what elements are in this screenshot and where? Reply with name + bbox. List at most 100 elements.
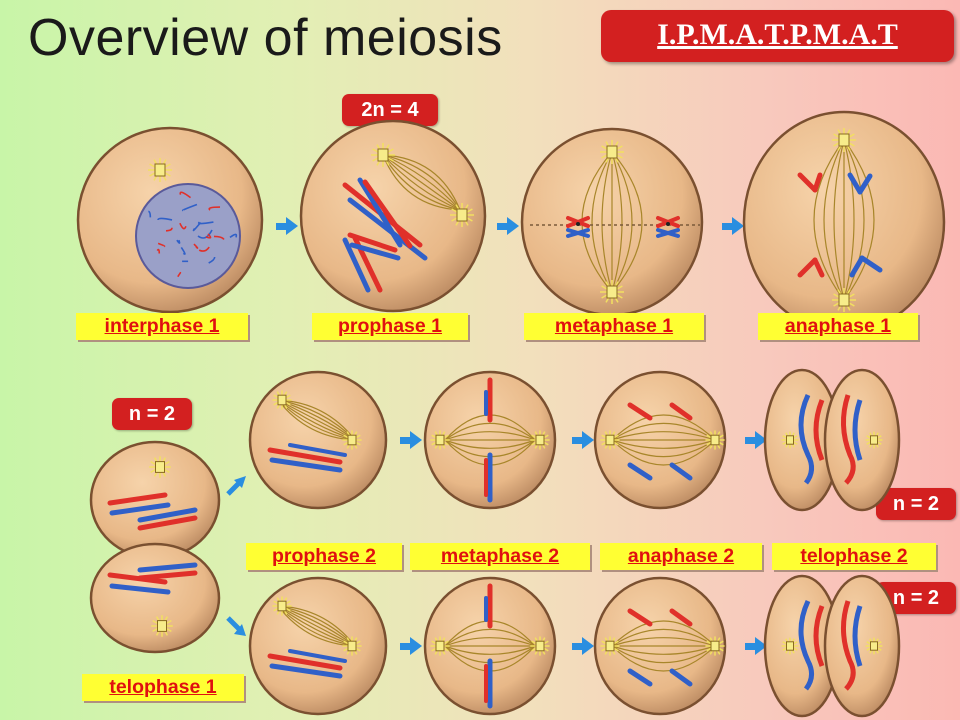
chromatin: [181, 203, 198, 212]
cell-metaphase-2-top: [423, 370, 557, 510]
spindle-fibers: [813, 139, 875, 301]
chromatin: [156, 248, 161, 254]
stage-label-prophase-2: prophase 2: [246, 543, 402, 570]
chromatin: [229, 233, 238, 239]
chromosome-arm: [627, 608, 653, 627]
chromosome-arm: [347, 232, 398, 253]
chromosome-arm: [857, 173, 873, 195]
cell-anaphase-2-bottom: [593, 576, 727, 716]
stage-label-metaphase-2: metaphase 2: [410, 543, 590, 570]
centrosome: [832, 128, 856, 152]
arrow-diagonal-icon: [226, 616, 246, 636]
chromosome-arm: [859, 255, 883, 273]
chromatin: [179, 191, 192, 199]
chromatin: [180, 246, 186, 255]
centrosome: [705, 636, 725, 656]
ploidy-badge-haploid-end-bottom: n = 2: [876, 582, 956, 614]
centrosome: [342, 430, 362, 450]
centrosome: [600, 280, 624, 304]
chromosome-arm: [357, 177, 403, 248]
chromosome-arm: [267, 447, 343, 465]
chromatin: [177, 271, 182, 278]
chromatin: [197, 229, 213, 239]
centrosome: [148, 158, 172, 182]
arrow-right-icon: [722, 217, 744, 235]
arrow-right-icon: [400, 431, 422, 449]
chromosome-arm: [109, 583, 171, 595]
chromatin: [148, 210, 152, 218]
stage-label-telophase-2: telophase 2: [772, 543, 936, 570]
centrosome: [151, 615, 173, 637]
arrow-right-icon: [276, 217, 298, 235]
centrosome: [781, 431, 799, 449]
chromatin: [208, 256, 216, 264]
chromosome-arm: [841, 394, 856, 485]
cell-anaphase-1: [742, 110, 946, 334]
chromosome-arm: [798, 599, 814, 691]
chromatin: [193, 243, 199, 249]
homolog-pair: [656, 216, 680, 238]
spindle-fibers: [444, 414, 536, 466]
arrow-diagonal-icon: [226, 476, 246, 496]
nucleus: [135, 183, 241, 289]
chromosome-arm: [288, 443, 347, 457]
ploidy-badge-haploid-start: n = 2: [112, 398, 192, 430]
chromosome-arm: [656, 228, 680, 238]
chromosome-arm: [847, 172, 863, 195]
centrosome: [272, 390, 292, 410]
chromatin: [213, 235, 225, 240]
cell-prophase-2-top-membrane: [248, 370, 388, 510]
stage-label-telophase-1: telophase 1: [82, 674, 244, 701]
chromosome-arm: [627, 402, 653, 421]
chromosome-arm: [841, 600, 856, 691]
centrosome: [272, 596, 292, 616]
cell-telophase-1-bottom-membrane: [89, 542, 221, 654]
cell-interphase-1: [76, 126, 264, 314]
chromosome-arm: [627, 462, 653, 481]
chromosome-arm: [627, 668, 653, 687]
chromosome-arm: [109, 502, 171, 516]
chromatin: [198, 246, 210, 252]
centromere: [666, 222, 670, 226]
arrow-right-icon: [745, 637, 767, 655]
chromosome-arm: [349, 242, 401, 261]
centrosome: [832, 288, 856, 312]
chromosome-arm: [362, 179, 413, 249]
centrosome: [865, 431, 883, 449]
cell-telophase-2-bottom: [763, 574, 901, 718]
mnemonic-badge: I.P.M.A.T.P.M.A.T: [601, 10, 954, 62]
centrosome: [865, 637, 883, 655]
centrosome: [342, 636, 362, 656]
chromosome-arm: [137, 562, 198, 573]
centrosome: [600, 636, 620, 656]
spindle-fibers: [611, 620, 716, 672]
chromatin: [205, 233, 212, 239]
stage-label-interphase-1: interphase 1: [76, 313, 248, 340]
centrosome: [705, 430, 725, 450]
daughter-cell: [823, 368, 901, 512]
page-title: Overview of meiosis: [28, 9, 503, 67]
chromatin: [192, 221, 202, 232]
arrow-right-icon: [572, 431, 594, 449]
chromatin: [165, 227, 173, 232]
centrosome: [430, 636, 450, 656]
chromosome-arm: [107, 492, 168, 506]
chromosome-arm: [797, 257, 818, 278]
cell-telophase-1-top: [89, 440, 221, 560]
chromosome-arm: [812, 257, 825, 278]
centrosome: [781, 637, 799, 655]
cell-metaphase-2-bottom: [423, 576, 557, 716]
chromosome-arm: [813, 399, 825, 461]
chromosome-arm: [137, 570, 198, 581]
stage-label-prophase-1: prophase 1: [312, 313, 468, 340]
centrosome: [430, 430, 450, 450]
centrosome: [530, 430, 550, 450]
chromosome-arm: [849, 255, 865, 278]
chromosome-arm: [267, 653, 343, 671]
spindle-fibers: [581, 151, 643, 293]
arrow-right-icon: [745, 431, 767, 449]
homolog-pair: [566, 216, 590, 238]
chromosome-arm: [288, 649, 347, 663]
chromosome-arm: [137, 507, 198, 523]
